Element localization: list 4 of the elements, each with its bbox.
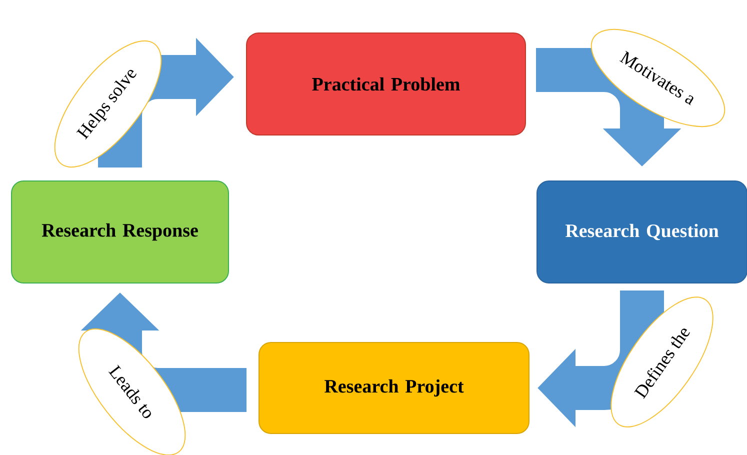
process-box: Research Question xyxy=(536,180,747,284)
process-box: Practical Problem xyxy=(246,32,526,136)
process-box: Research Project xyxy=(258,342,530,434)
process-box: Research Response xyxy=(11,180,229,284)
